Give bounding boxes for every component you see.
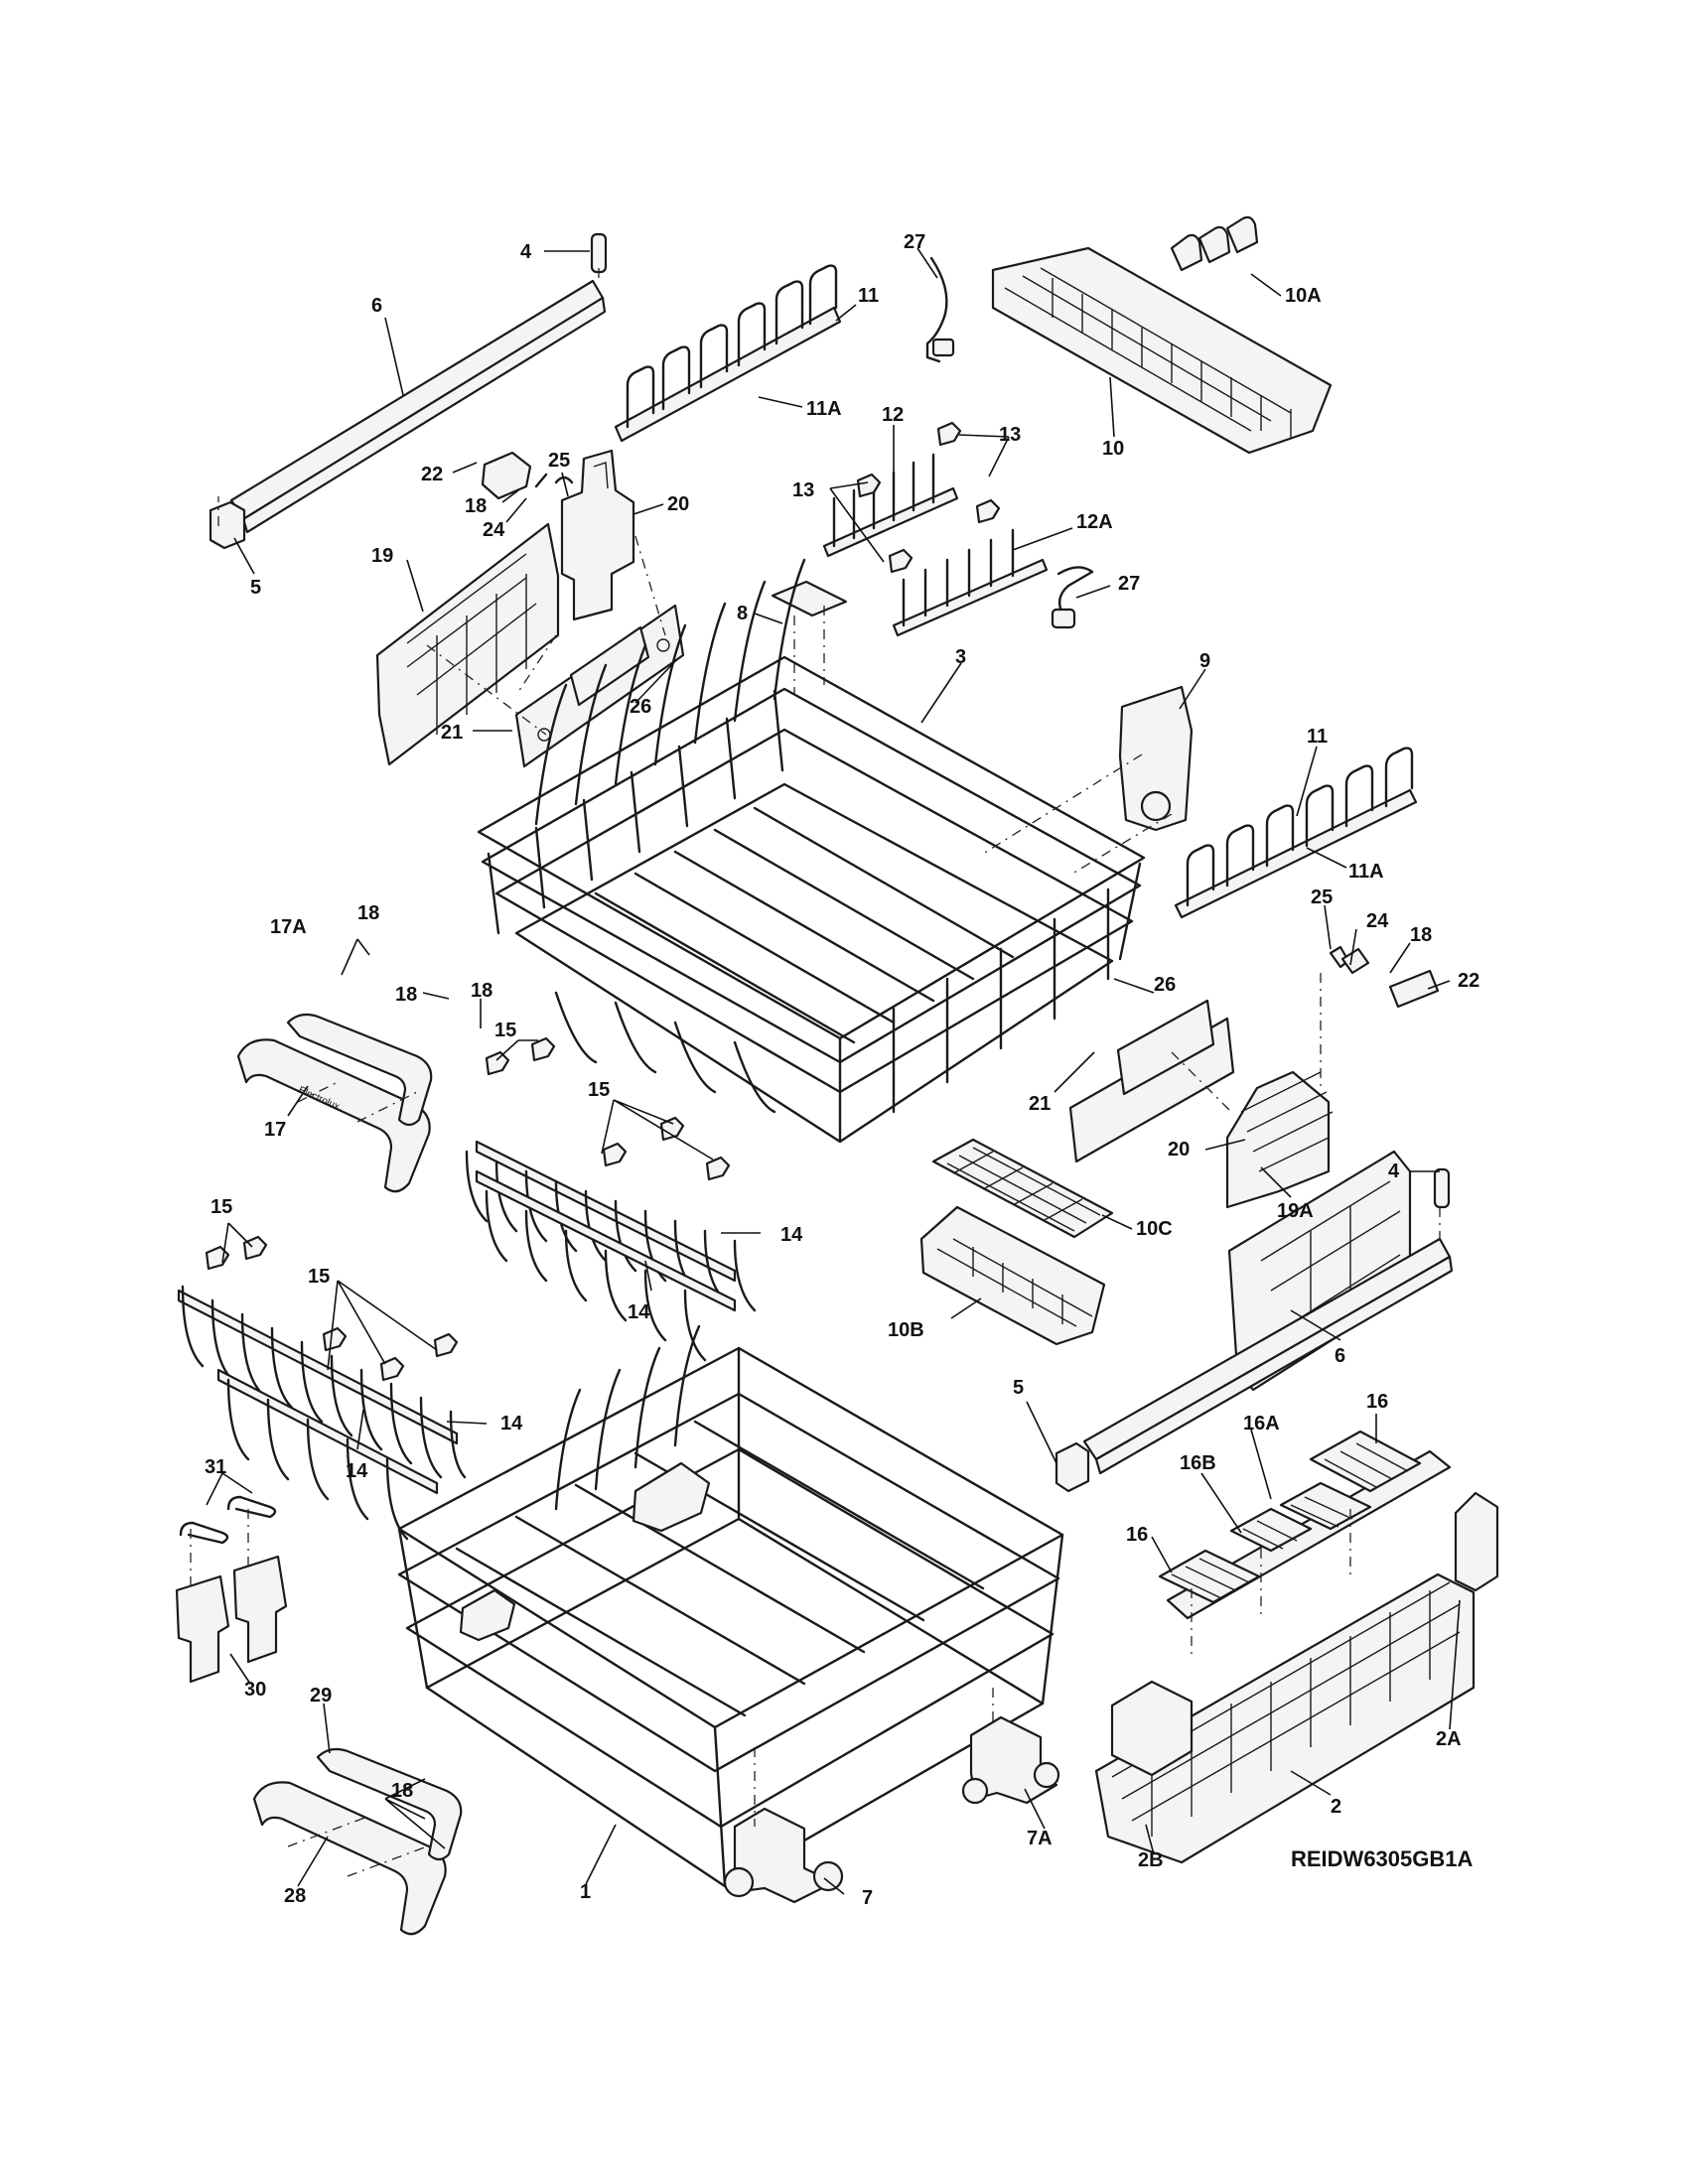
rack-adjuster-19: [375, 522, 560, 766]
label-18-top: 18: [465, 495, 487, 517]
alignment-lines: [190, 268, 1441, 1877]
label-15-d: 15: [308, 1266, 330, 1288]
lower-rail-assembly: [1055, 1167, 1454, 1493]
label-14-mid: 14: [628, 1301, 650, 1323]
label-11-top: 11: [858, 285, 879, 307]
label-24-right: 24: [1366, 910, 1389, 932]
label-27-top: 27: [904, 231, 925, 253]
label-16-left: 16: [1126, 1524, 1148, 1546]
label-6-right: 6: [1335, 1345, 1345, 1367]
label-12: 12: [882, 404, 904, 426]
label-10: 10: [1102, 438, 1124, 460]
diagram-code: REIDW6305GB1A: [1291, 1846, 1474, 1871]
label-14-mid-right: 14: [780, 1224, 803, 1246]
label-6-top: 6: [371, 295, 382, 317]
grids-16: [1158, 1430, 1422, 1604]
label-11A-top: 11A: [806, 398, 842, 420]
label-17: 17: [264, 1119, 286, 1141]
label-31: 31: [205, 1456, 226, 1478]
label-18-lower: 18: [391, 1780, 413, 1802]
wheel-assembly-7A: [961, 1715, 1060, 1805]
label-19: 19: [371, 545, 393, 567]
label-15-c: 15: [211, 1196, 232, 1218]
upper-rack-3: [477, 558, 1146, 1144]
right-adjuster-assembly: [1068, 945, 1440, 1392]
callout-labels: 4 6 5 22 18 24 25 20 19 21 26 27 11 11A …: [205, 231, 1479, 1909]
label-18-left: 18: [395, 984, 417, 1006]
cutlery-basket-10: [991, 215, 1333, 455]
wheel-assembly-7: [723, 1807, 844, 1904]
label-22-right: 22: [1458, 970, 1479, 992]
label-11-right: 11: [1307, 726, 1328, 748]
label-20-right: 20: [1168, 1139, 1190, 1160]
label-25-top: 25: [548, 450, 570, 472]
label-29: 29: [310, 1685, 332, 1706]
label-4-top: 4: [520, 241, 532, 263]
adjuster-lever-20: [560, 449, 635, 621]
label-18-rightset: 18: [1410, 924, 1432, 946]
label-7: 7: [862, 1887, 873, 1909]
label-10C: 10C: [1136, 1218, 1173, 1240]
label-16-right: 16: [1366, 1391, 1388, 1413]
tray-10C: [931, 1138, 1114, 1239]
label-18-17A: 18: [357, 902, 379, 924]
label-28: 28: [284, 1885, 306, 1907]
label-14-left-right: 14: [500, 1413, 523, 1434]
label-2A: 2A: [1436, 1728, 1462, 1750]
clip-27-mid: [1051, 566, 1094, 629]
label-8: 8: [737, 603, 748, 624]
label-26-top: 26: [630, 696, 651, 718]
label-22-top: 22: [421, 464, 443, 485]
label-21-right: 21: [1029, 1093, 1051, 1115]
label-18-right: 18: [471, 980, 492, 1002]
label-16B: 16B: [1180, 1452, 1216, 1474]
tine-row-14-mid: [465, 1036, 757, 1362]
clips-31-30: [175, 1495, 288, 1684]
handle-17: Electrolux: [236, 1013, 433, 1193]
label-4-right: 4: [1388, 1160, 1400, 1182]
label-10B: 10B: [888, 1319, 924, 1341]
upper-rail-assembly: [209, 232, 608, 550]
leader-lines: [206, 247, 1461, 1895]
label-20-top: 20: [667, 493, 689, 515]
lower-rack-1: [397, 1324, 1064, 1888]
tine-row-11-top: [614, 264, 842, 443]
label-2: 2: [1331, 1796, 1341, 1818]
clip-8: [771, 580, 848, 617]
label-26-right: 26: [1154, 974, 1176, 996]
label-5-top: 5: [250, 577, 261, 599]
label-15-b: 15: [588, 1079, 610, 1101]
clip-27-top: [925, 256, 955, 363]
label-16A: 16A: [1243, 1413, 1280, 1434]
label-13-left: 13: [792, 479, 814, 501]
label-15-a: 15: [494, 1020, 516, 1041]
label-19A: 19A: [1277, 1200, 1314, 1222]
tine-row-11-right: [1174, 747, 1418, 919]
part-9: [1118, 685, 1194, 832]
label-5-right: 5: [1013, 1377, 1024, 1399]
label-27-mid: 27: [1118, 573, 1140, 595]
label-25-right: 25: [1311, 887, 1333, 908]
tine-rows-12: [822, 421, 1049, 637]
label-14-left: 14: [346, 1460, 368, 1482]
label-12A: 12A: [1076, 511, 1113, 533]
label-11A-right: 11A: [1348, 861, 1384, 883]
label-3: 3: [955, 646, 966, 668]
label-10A: 10A: [1285, 285, 1322, 307]
label-21-top: 21: [441, 722, 463, 744]
label-9: 9: [1199, 650, 1210, 672]
label-1: 1: [580, 1881, 591, 1903]
label-7A: 7A: [1027, 1828, 1053, 1849]
basket-10B: [919, 1205, 1106, 1346]
label-2B: 2B: [1138, 1849, 1164, 1871]
label-30: 30: [244, 1679, 266, 1701]
label-13-right: 13: [999, 424, 1021, 446]
handle-28-29: [252, 1747, 463, 1936]
bracket-21: [514, 604, 685, 768]
tine-row-14-left: [177, 1235, 467, 1541]
label-17A: 17A: [270, 916, 307, 938]
label-24-top: 24: [483, 519, 505, 541]
